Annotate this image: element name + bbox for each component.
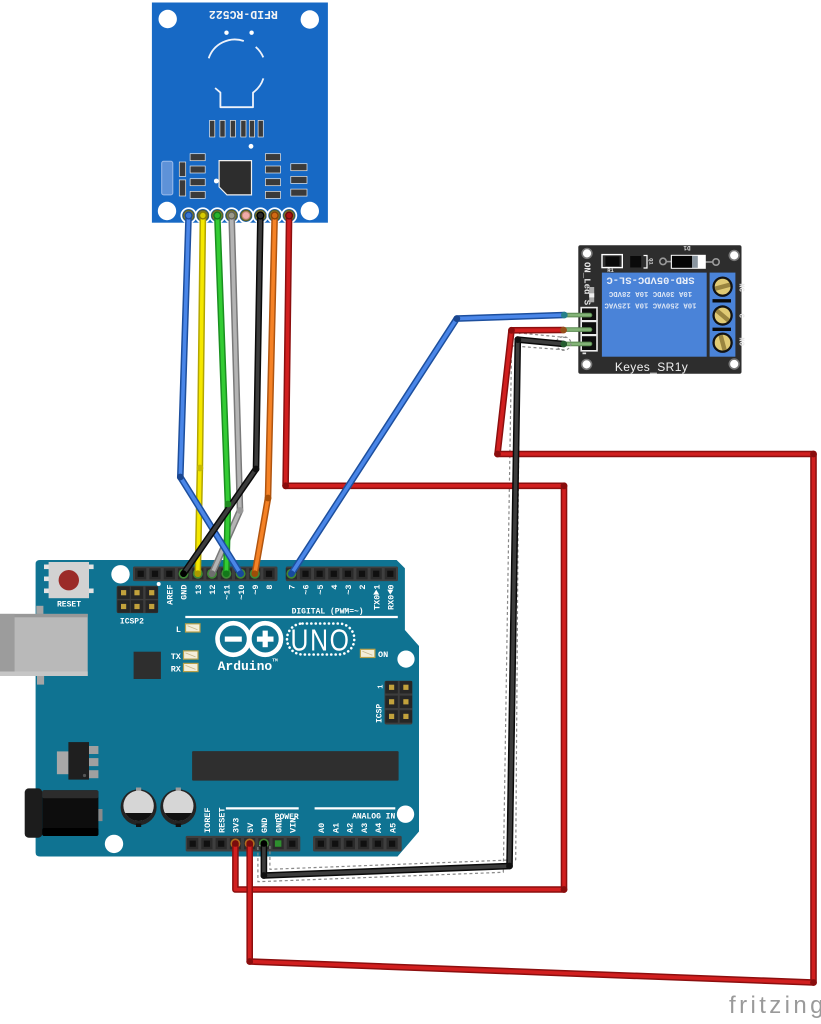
svg-text:UNO: UNO bbox=[291, 623, 351, 657]
svg-text:RESET: RESET bbox=[217, 807, 227, 833]
svg-text:~3: ~3 bbox=[344, 585, 354, 595]
svg-text:TX: TX bbox=[171, 652, 182, 662]
svg-text:ON: ON bbox=[378, 650, 388, 660]
svg-text:7: 7 bbox=[288, 585, 298, 590]
svg-text:ICSP2: ICSP2 bbox=[120, 618, 144, 627]
svg-text:13: 13 bbox=[194, 585, 204, 595]
svg-text:1: 1 bbox=[378, 685, 386, 689]
svg-text:~10: ~10 bbox=[237, 585, 247, 600]
svg-text:VIN: VIN bbox=[289, 818, 299, 833]
svg-text:4: 4 bbox=[330, 585, 340, 590]
svg-text:GND: GND bbox=[274, 818, 284, 833]
svg-text:L: L bbox=[176, 625, 181, 635]
svg-text:Q1: Q1 bbox=[648, 258, 655, 265]
svg-text:Keyes_SR1y: Keyes_SR1y bbox=[615, 360, 688, 374]
svg-text:10A 30VDC 10A 28VDC: 10A 30VDC 10A 28VDC bbox=[608, 289, 692, 297]
svg-text:A5: A5 bbox=[388, 823, 398, 833]
svg-text:GND: GND bbox=[180, 585, 190, 600]
svg-text:8: 8 bbox=[265, 585, 275, 590]
svg-text:fritzing: fritzing bbox=[729, 992, 821, 1019]
svg-text:NC: NC bbox=[737, 283, 745, 291]
svg-text:A1: A1 bbox=[331, 823, 341, 833]
svg-text:2: 2 bbox=[358, 585, 368, 590]
svg-text:A4: A4 bbox=[374, 823, 384, 833]
svg-text:RX: RX bbox=[171, 664, 182, 674]
svg-text:A0: A0 bbox=[317, 823, 327, 833]
svg-text:~11: ~11 bbox=[223, 585, 233, 600]
svg-text:RESET: RESET bbox=[57, 601, 81, 610]
svg-text:Arduino: Arduino bbox=[218, 659, 273, 674]
svg-text:NO: NO bbox=[737, 337, 745, 345]
svg-text:A2: A2 bbox=[346, 823, 356, 833]
svg-text:SRD-05VDC-SL-C: SRD-05VDC-SL-C bbox=[606, 274, 695, 286]
svg-text:GND: GND bbox=[260, 818, 270, 833]
svg-text:3V3: 3V3 bbox=[232, 818, 242, 833]
svg-text:RX0 0: RX0 0 bbox=[387, 585, 397, 611]
svg-text:10A 250VAC 10A 125VAC: 10A 250VAC 10A 125VAC bbox=[604, 301, 697, 309]
svg-text:D1: D1 bbox=[683, 244, 691, 251]
svg-text:12: 12 bbox=[208, 585, 218, 595]
svg-text:ICSP: ICSP bbox=[376, 704, 385, 723]
svg-text:DIGITAL (PWM=~): DIGITAL (PWM=~) bbox=[292, 608, 364, 617]
svg-text:~5: ~5 bbox=[316, 585, 326, 595]
svg-text:IOREF: IOREF bbox=[203, 807, 213, 833]
svg-text:POWER: POWER bbox=[275, 813, 299, 822]
svg-text:~9: ~9 bbox=[251, 585, 261, 595]
svg-text:~6: ~6 bbox=[302, 585, 312, 595]
svg-text:TX0 1: TX0 1 bbox=[372, 585, 382, 611]
svg-text:AREF: AREF bbox=[166, 585, 176, 605]
svg-text:ANALOG IN: ANALOG IN bbox=[352, 813, 395, 822]
svg-text:5V: 5V bbox=[246, 822, 256, 833]
svg-text:A3: A3 bbox=[360, 823, 370, 833]
svg-text:ON_Led S: ON_Led S bbox=[582, 262, 592, 306]
svg-text:R1: R1 bbox=[607, 267, 614, 274]
svg-text:C: C bbox=[737, 314, 745, 318]
svg-text:RFID-RC522: RFID-RC522 bbox=[209, 7, 278, 20]
svg-text:TM: TM bbox=[272, 658, 278, 664]
